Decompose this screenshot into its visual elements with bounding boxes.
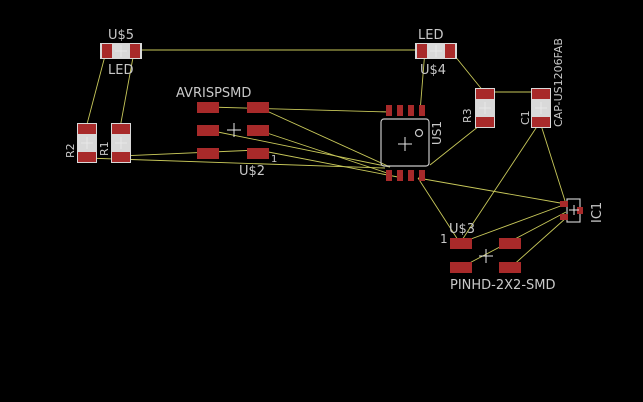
airwire xyxy=(539,121,567,205)
resistor-pad xyxy=(112,124,130,134)
pin-header-us3[interactable]: U$3 1 PINHD-2X2-SMD xyxy=(440,222,556,293)
label-r3: R3 xyxy=(461,108,474,123)
label-cap: CAP-US1206FAB xyxy=(552,38,565,127)
label-led-us4: LED xyxy=(418,28,443,43)
avrispsmd-header[interactable]: AVRISPSMD U$2 1 xyxy=(176,86,277,179)
label-pinhd: PINHD-2X2-SMD xyxy=(450,278,556,293)
airwire xyxy=(417,177,461,244)
header-pad xyxy=(247,102,269,113)
airwire xyxy=(429,121,485,166)
header-pad xyxy=(197,148,219,159)
led-us5[interactable]: U$5 LED xyxy=(100,28,142,78)
header-pad xyxy=(197,102,219,113)
pin1-marker xyxy=(414,128,424,138)
airwire xyxy=(119,51,135,129)
airwire xyxy=(207,129,391,168)
label-c1: C1 xyxy=(519,110,532,125)
led-pad xyxy=(102,44,112,58)
airwire xyxy=(257,129,391,175)
airwires xyxy=(85,49,567,269)
airwire xyxy=(119,149,259,157)
capacitor-pad xyxy=(532,117,550,127)
resistor-r2[interactable]: R2 xyxy=(64,123,97,163)
airwire xyxy=(85,51,107,129)
resistor-pad xyxy=(476,117,494,127)
label-us3: U$3 xyxy=(449,222,475,237)
ic-pin xyxy=(419,170,425,181)
ic1-pad xyxy=(560,201,568,207)
led-pad xyxy=(130,44,140,58)
label-led-us5: LED xyxy=(108,63,133,78)
component-ic1[interactable]: IC1 xyxy=(560,198,605,223)
airwire xyxy=(257,106,391,168)
ic1-pad xyxy=(577,207,583,214)
resistor-pad xyxy=(476,89,494,99)
label-us5: U$5 xyxy=(108,28,134,43)
airwire xyxy=(85,157,386,169)
header-pad xyxy=(197,125,219,136)
ic-pin xyxy=(397,105,403,116)
resistor-pad xyxy=(78,152,96,162)
led-pad xyxy=(417,44,427,58)
label-us1: US1 xyxy=(430,121,444,145)
label-us2: U$2 xyxy=(239,164,265,179)
label-r1: R1 xyxy=(98,141,111,156)
label-avrispsmd: AVRISPSMD xyxy=(176,86,251,101)
led-us4[interactable]: LED U$4 xyxy=(415,28,457,78)
resistor-r1[interactable]: R1 xyxy=(98,123,131,163)
capacitor-pad xyxy=(532,89,550,99)
airwire xyxy=(207,106,391,113)
airwire xyxy=(417,177,567,205)
ic-pin xyxy=(419,105,425,116)
header-pad xyxy=(450,238,472,249)
resistor-pad xyxy=(78,124,96,134)
led-pad xyxy=(445,44,455,58)
label-us2-pin1: 1 xyxy=(271,154,277,165)
header-pad xyxy=(247,148,269,159)
capacitor-c1[interactable]: C1 CAP-US1206FAB xyxy=(519,38,565,128)
label-us3-pin1: 1 xyxy=(440,232,448,246)
ic-pin xyxy=(397,170,403,181)
ic-pin xyxy=(386,105,392,116)
airwire xyxy=(459,121,541,244)
header-pad xyxy=(499,262,521,273)
ic-pin xyxy=(408,170,414,181)
airwire xyxy=(419,49,426,113)
header-pad xyxy=(450,262,472,273)
ic-pin xyxy=(408,105,414,116)
airwire xyxy=(257,149,404,179)
label-r2: R2 xyxy=(64,143,77,158)
airwire xyxy=(509,217,567,269)
ic-body-outline xyxy=(380,118,430,167)
ic-pin xyxy=(386,170,392,181)
label-us4: U$4 xyxy=(420,63,446,78)
header-pad xyxy=(247,125,269,136)
ic1-pad xyxy=(560,214,568,220)
resistor-r3[interactable]: R3 xyxy=(461,88,495,128)
header-pad xyxy=(499,238,521,249)
resistor-pad xyxy=(112,152,130,162)
label-ic1: IC1 xyxy=(590,202,605,223)
microcontroller-us1[interactable]: US1 xyxy=(380,105,444,181)
airwire xyxy=(459,203,567,244)
